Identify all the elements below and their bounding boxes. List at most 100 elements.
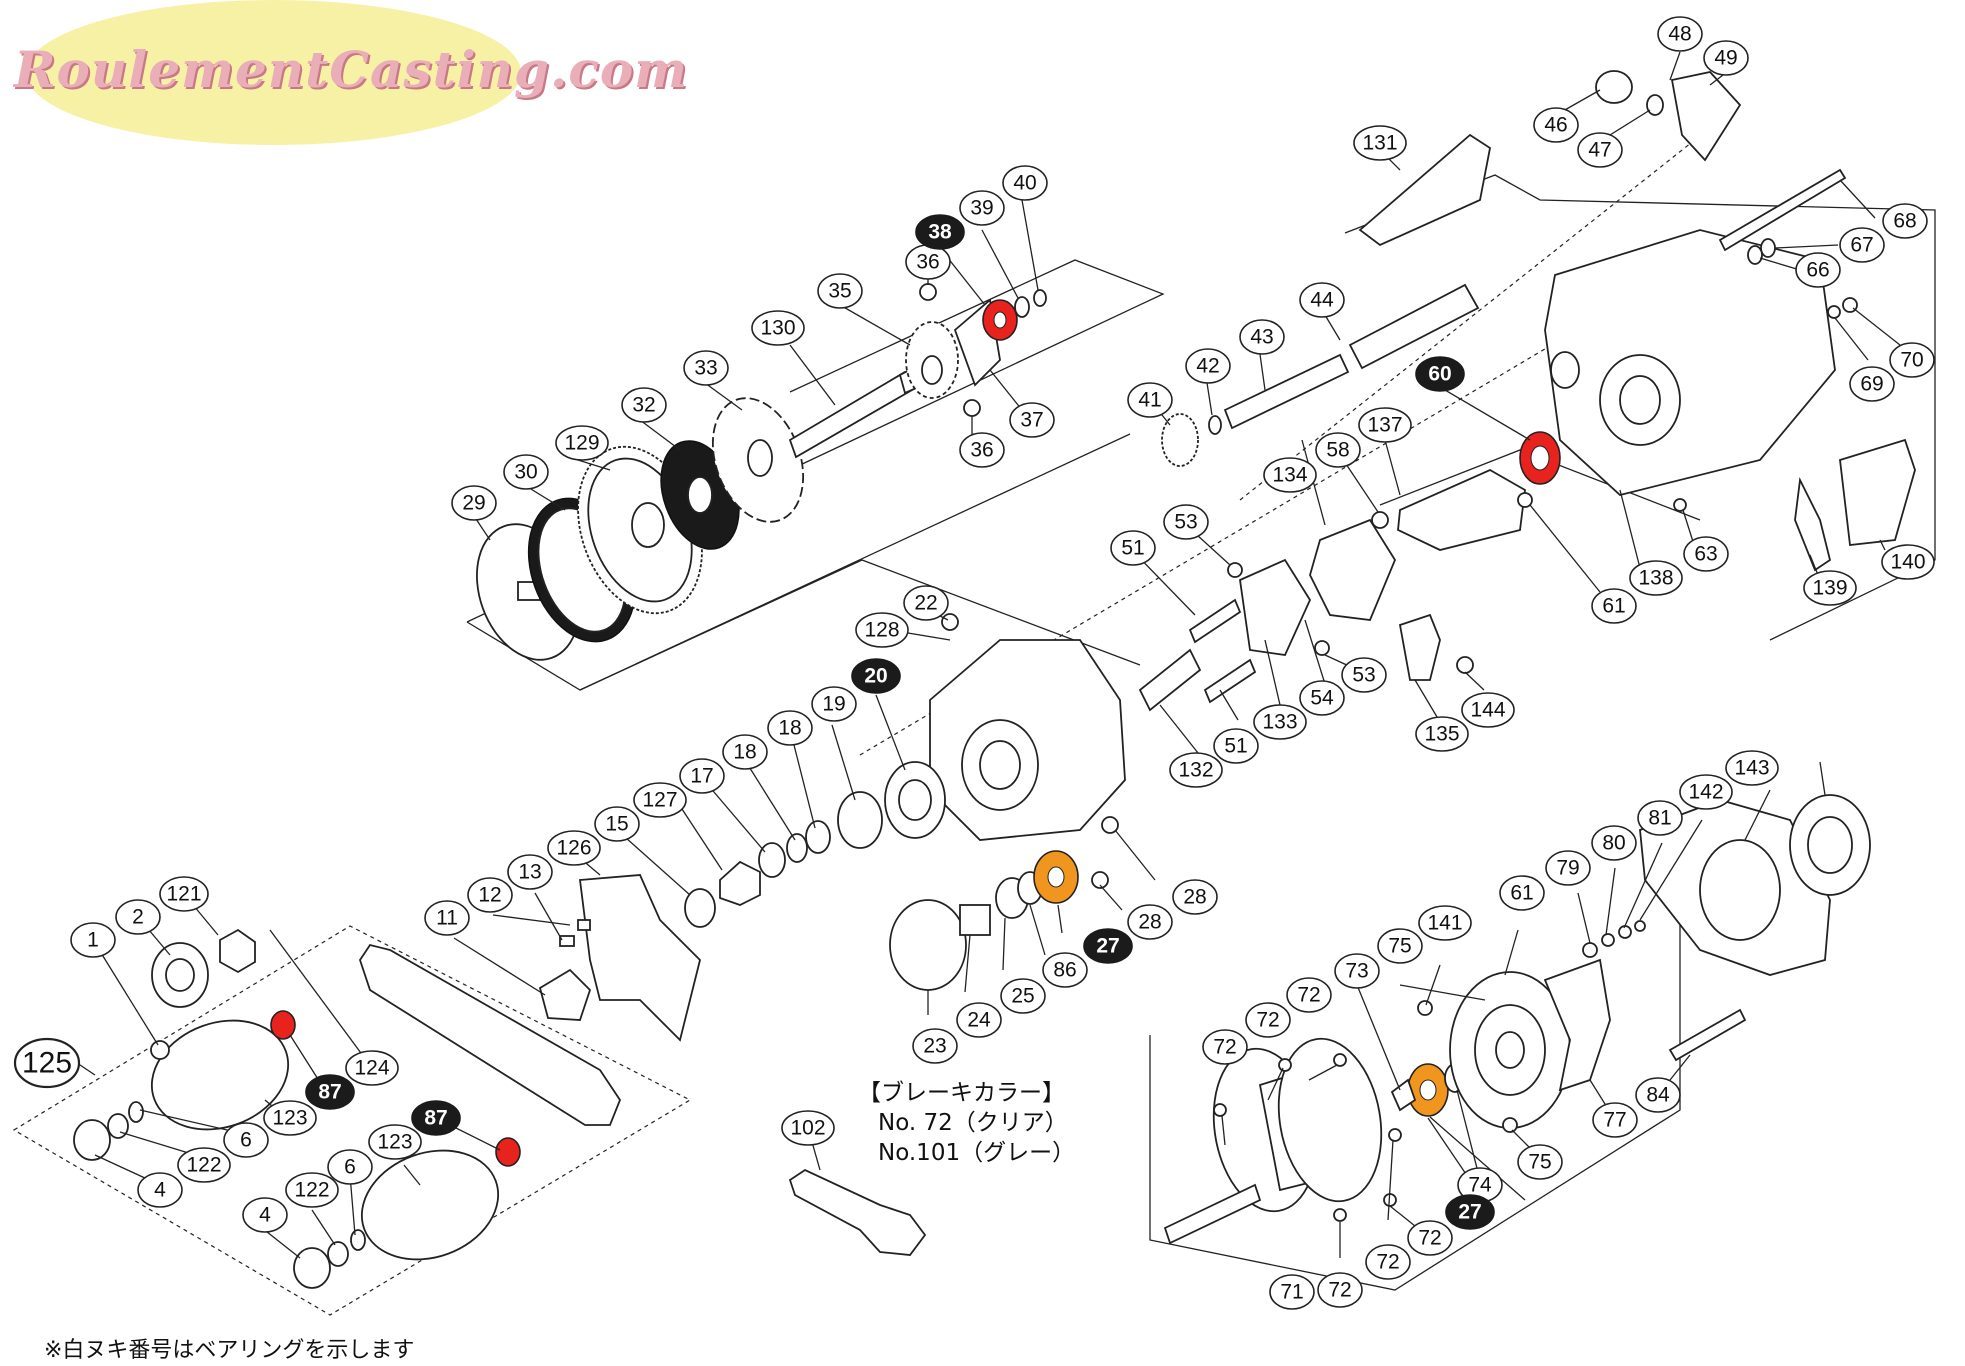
svg-text:72: 72: [1418, 1227, 1441, 1250]
frame-138: [1544, 229, 1836, 496]
svg-text:43: 43: [1250, 326, 1273, 349]
svg-text:69: 69: [1860, 373, 1883, 396]
svg-text:18: 18: [778, 717, 801, 740]
callout-53b: 53: [1341, 657, 1387, 693]
callout-61b: 61: [1499, 875, 1545, 911]
pinion-gear-35: [905, 321, 959, 399]
callout-4-upper: 4: [137, 1172, 183, 1208]
svg-text:67: 67: [1850, 234, 1873, 257]
screw-61a: [1517, 492, 1533, 508]
callout-11: 11: [424, 900, 470, 936]
callout-122-upper: 122: [177, 1147, 231, 1183]
rod-84: [1668, 1008, 1747, 1062]
svg-text:33: 33: [694, 357, 717, 380]
svg-text:141: 141: [1427, 912, 1462, 935]
screw-1: [150, 1040, 170, 1060]
svg-text:86: 86: [1053, 959, 1076, 982]
callout-81: 81: [1637, 800, 1683, 836]
callout-131: 131: [1353, 125, 1407, 161]
callout-4-lower: 4: [242, 1197, 288, 1233]
star-drag-126: [578, 874, 701, 1042]
callout-134: 134: [1263, 457, 1317, 493]
callout-39: 39: [959, 190, 1005, 226]
callout-132: 132: [1169, 752, 1223, 788]
brake-color-line-1: No. 72（クリア）: [878, 1110, 1068, 1136]
callout-51b: 51: [1213, 728, 1259, 764]
ring-66: [1747, 245, 1763, 265]
callout-121: 121: [159, 876, 209, 912]
callout-87-upper: 87: [305, 1074, 355, 1110]
callout-29: 29: [451, 485, 497, 521]
callout-137: 137: [1358, 407, 1412, 443]
svg-text:58: 58: [1326, 439, 1349, 462]
sleeve-19: [837, 791, 883, 849]
callout-17: 17: [679, 758, 725, 794]
callout-75b: 75: [1517, 1144, 1563, 1180]
plate-137: [1397, 468, 1526, 551]
svg-text:28: 28: [1138, 911, 1161, 934]
callout-138: 138: [1629, 560, 1683, 596]
svg-text:131: 131: [1362, 132, 1397, 155]
cap-4b: [293, 1247, 331, 1289]
callout-71: 71: [1269, 1274, 1315, 1310]
svg-text:61: 61: [1510, 882, 1533, 905]
svg-text:48: 48: [1668, 23, 1691, 46]
svg-text:40: 40: [1013, 172, 1036, 195]
svg-text:75: 75: [1528, 1151, 1551, 1174]
bushing-122b: [327, 1241, 349, 1267]
callout-43: 43: [1239, 319, 1285, 355]
brake-shoe-72f: [1333, 1208, 1347, 1222]
svg-text:123: 123: [377, 1131, 412, 1154]
callout-61a: 61: [1591, 588, 1637, 624]
callout-13: 13: [507, 854, 553, 890]
worm-shaft-43: [1223, 353, 1350, 430]
svg-text:20: 20: [864, 665, 887, 688]
callout-72-e: 72: [1365, 1244, 1411, 1280]
logo-ellipse: [26, 0, 521, 145]
svg-text:6: 6: [344, 1156, 356, 1179]
clip-80: [1618, 925, 1632, 939]
callout-122-lower: 122: [285, 1172, 339, 1208]
washer-6b: [350, 1229, 366, 1251]
callout-38: 38: [915, 214, 965, 250]
nut-121: [219, 928, 256, 974]
svg-text:124: 124: [354, 1057, 389, 1080]
screw-75b: [1502, 1117, 1518, 1133]
svg-text:72: 72: [1256, 1009, 1279, 1032]
callout-124: 124: [345, 1050, 399, 1086]
svg-text:36: 36: [970, 439, 993, 462]
callout-6-upper: 6: [223, 1122, 269, 1158]
callout-68: 68: [1882, 203, 1928, 239]
screw-53b: [1314, 640, 1330, 656]
svg-text:72: 72: [1328, 1279, 1351, 1302]
svg-text:73: 73: [1345, 960, 1368, 983]
callout-135: 135: [1415, 716, 1469, 752]
pin-68: [1718, 168, 1847, 252]
svg-text:81: 81: [1648, 807, 1671, 830]
callout-87-lower: 87: [411, 1100, 461, 1136]
brake-block-73: [1390, 1078, 1417, 1112]
svg-text:123: 123: [272, 1107, 307, 1130]
svg-text:6: 6: [240, 1129, 252, 1152]
callout-102: 102: [781, 1110, 835, 1146]
svg-text:63: 63: [1694, 543, 1717, 566]
spool-71: [1163, 1037, 1383, 1245]
svg-text:47: 47: [1588, 139, 1611, 162]
svg-text:72: 72: [1297, 984, 1320, 1007]
callout-73: 73: [1334, 953, 1380, 989]
bearing-87a: [270, 1010, 296, 1040]
svg-text:102: 102: [790, 1117, 825, 1140]
brake-color-title: 【ブレーキカラー】: [858, 1080, 1065, 1106]
brake-shoe-72d: [1388, 1128, 1402, 1142]
svg-text:72: 72: [1213, 1036, 1236, 1059]
svg-text:42: 42: [1196, 355, 1219, 378]
svg-text:17: 17: [690, 765, 713, 788]
ring-69: [1827, 305, 1841, 319]
svg-text:142: 142: [1688, 781, 1723, 804]
handle-arm-124: [359, 943, 622, 1126]
callout-70: 70: [1889, 342, 1935, 378]
callout-44: 44: [1299, 282, 1345, 318]
callout-28b: 28: [1127, 904, 1173, 940]
svg-text:23: 23: [923, 1035, 946, 1058]
svg-text:30: 30: [514, 461, 537, 484]
